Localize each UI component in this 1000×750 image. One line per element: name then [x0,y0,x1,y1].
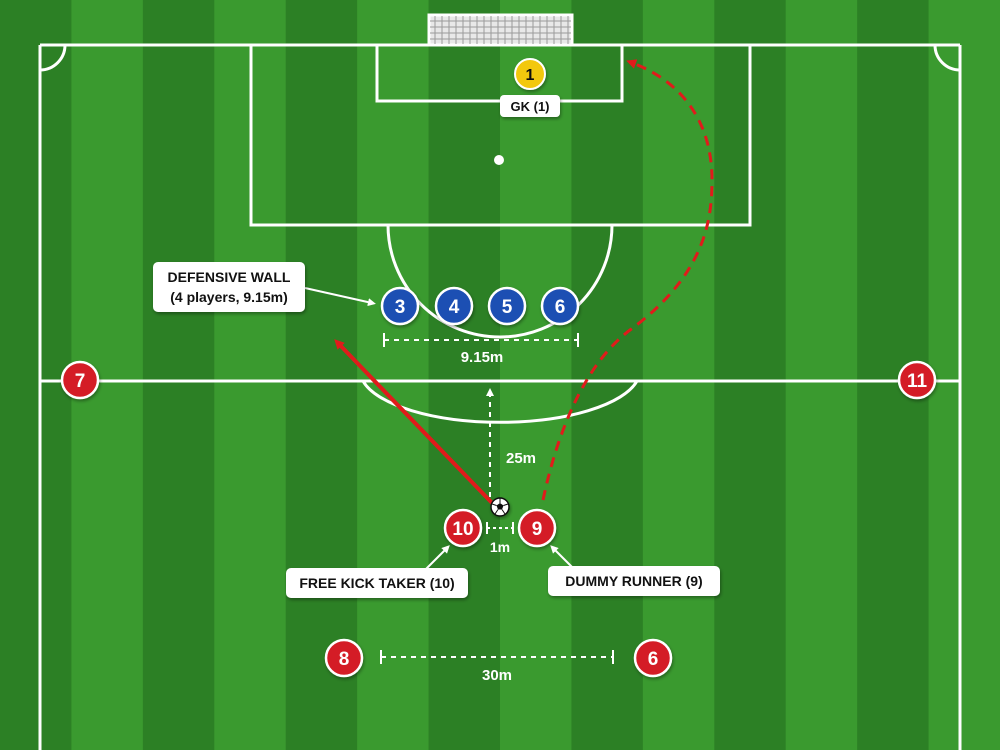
wall-label-line1: DEFENSIVE WALL [168,269,291,285]
grass-stripe [785,0,858,750]
dummy-number: 9 [532,519,543,540]
wall-player-number: 6 [555,297,566,318]
distance-25m-label: 25m [506,450,536,467]
soccer-ball-icon [490,497,510,517]
taker-gap-measure [486,522,514,534]
wall-player-number: 4 [449,297,460,318]
goal [427,13,574,47]
free-kick-arrow [334,339,496,507]
grass-stripe [0,0,72,750]
grass-stripe [500,0,572,750]
back-left-player: 8 [324,638,364,678]
back-gap-label: 30m [482,667,512,684]
wall-player-3: 5 [487,286,527,326]
wall-callout-pointer [304,287,376,307]
penalty-spot [494,155,504,165]
wall-callout: DEFENSIVE WALL (4 players, 9.15m) [153,262,305,312]
pitch-lines [38,43,962,750]
grass-stripe [142,0,215,750]
wall-measure-label: 9.15m [461,349,504,366]
taker-label: FREE KICK TAKER (10) [299,575,454,591]
goalkeeper-number: 1 [526,67,535,84]
corner-arc-right [933,44,961,72]
gk-callout: GK (1) [500,95,560,117]
dummy-callout: DUMMY RUNNER (9) [548,566,720,596]
dummy-runner: 9 [517,508,557,548]
goalkeeper-marker: 1 [514,58,546,90]
wall-player-number: 3 [395,297,406,318]
left-wing-player: 7 [60,360,100,400]
left-wing-number: 7 [75,371,86,392]
back-right-number: 6 [648,649,659,670]
back-gap-measure [380,650,614,664]
corner-arc-left [39,44,67,72]
right-wing-player: 11 [897,360,937,400]
grass-stripe [642,0,715,750]
back-left-number: 8 [339,649,350,670]
centre-circle-arc [361,380,639,424]
back-right-player: 6 [633,638,673,678]
taker-number: 10 [452,519,473,540]
wall-player-2: 4 [434,286,474,326]
dummy-label: DUMMY RUNNER (9) [565,573,702,589]
grass-stripe [428,0,501,750]
grass-stripe [928,0,1000,750]
taker-gap-label: 1m [490,539,510,555]
grass-stripe [285,0,358,750]
taker-callout: FREE KICK TAKER (10) [286,568,468,598]
gk-label: GK (1) [511,99,550,114]
free-kick-taker: 10 [443,508,483,548]
right-wing-number: 11 [907,371,928,392]
wall-player-1: 3 [380,286,420,326]
dummy-run-arrow [541,59,714,501]
penalty-arc [386,224,614,339]
taker-callout-pointer [424,545,450,571]
wall-player-number: 5 [502,297,513,318]
wall-measure [383,333,579,347]
wall-player-4: 6 [540,286,580,326]
grass-stripe [571,0,644,750]
wall-label-line2: (4 players, 9.15m) [170,289,288,305]
